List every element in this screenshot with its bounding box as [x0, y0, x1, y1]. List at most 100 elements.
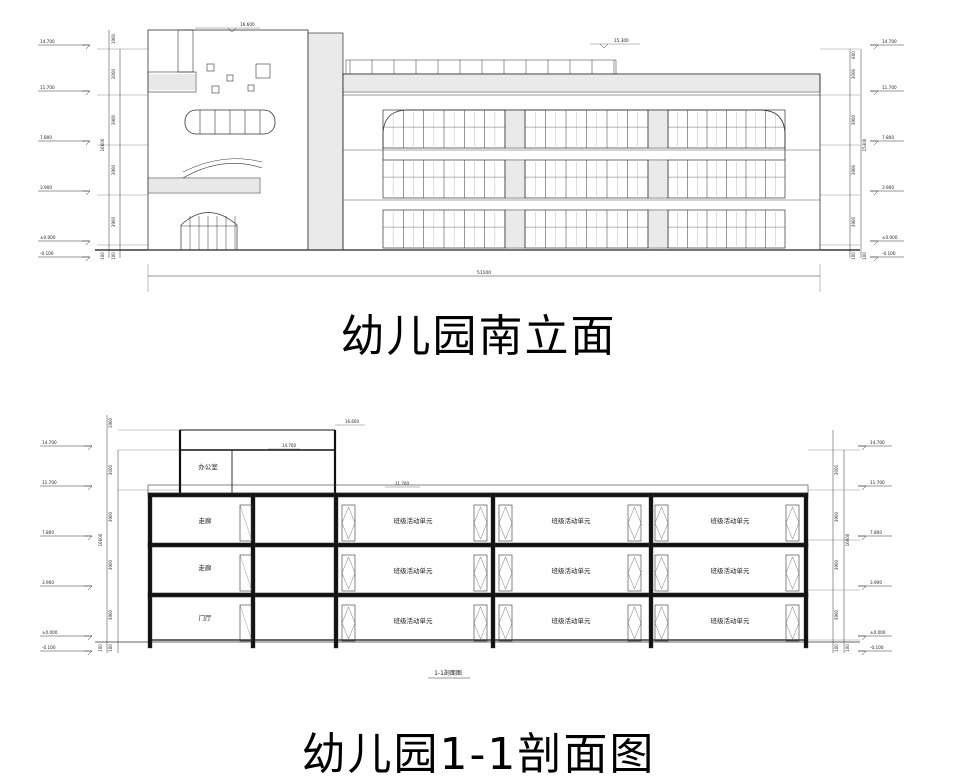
classroom-label: 班级活动单元 [394, 566, 434, 575]
elev-dim-right: 3900 [851, 216, 856, 227]
louver [504, 109, 526, 149]
door-swing [785, 506, 800, 540]
sec-level-left: 3.900 [42, 580, 54, 585]
door-symbol [473, 504, 488, 542]
floor-slab [147, 542, 809, 548]
elev-level-right: 7.800 [882, 135, 894, 140]
arched-door [180, 212, 238, 250]
elev-dim-left: 3900 [111, 164, 116, 175]
level-marker-icon [84, 445, 93, 451]
deco-window [226, 74, 234, 82]
sec-dim-left: 1900 [108, 417, 113, 428]
elev-top-mark: 15.300 [614, 38, 629, 43]
roof-parapet [147, 484, 809, 494]
sec-dim-right: 3900 [834, 609, 839, 620]
elev-dim-left: 100 [111, 252, 116, 260]
column [648, 492, 654, 649]
door-symbol [654, 504, 669, 542]
elev-dim-right: 600 [851, 51, 856, 59]
sec-dim-left: 100 [98, 644, 103, 652]
sec-dim-right: 100 [834, 644, 839, 652]
door-symbol [627, 604, 642, 642]
sec-dim-left: 3000 [108, 464, 113, 475]
door-symbol [239, 504, 253, 542]
door-symbol [498, 604, 513, 642]
level-marker-icon [84, 650, 93, 656]
level-marker-icon [858, 650, 867, 656]
deco-window [206, 63, 215, 72]
arched-window-band [382, 109, 786, 160]
sec-top-mark: 11.700 [395, 481, 409, 486]
level-marker-icon [84, 485, 93, 491]
door-swing [627, 606, 642, 640]
level-marker-icon [82, 256, 91, 262]
elev-dim-left: 3900 [111, 216, 116, 227]
door-swing [785, 606, 800, 640]
level-marker-icon [870, 44, 879, 50]
floor-slab [147, 492, 809, 498]
sec-dim-left: 100 [108, 644, 113, 652]
classroom-label: 班级活动单元 [552, 516, 592, 525]
door-swing [654, 506, 669, 540]
corridor-label: 走廊 [199, 516, 213, 525]
section-drawing: 14.70011.7007.8003.900±0.000-0.10014.700… [40, 415, 892, 679]
sec-dim-left: 3900 [108, 511, 113, 522]
sec-level-right: -0.100 [870, 645, 884, 650]
door-symbol [498, 504, 513, 542]
left-wing-outline [147, 29, 309, 251]
door-symbol [341, 554, 356, 592]
door-swing [498, 606, 513, 640]
level-marker-icon [84, 535, 93, 541]
elev-dim-left: 3000 [111, 68, 116, 79]
section-caption: 1-1剖面图 [434, 669, 462, 677]
roof-parapet [345, 59, 617, 75]
stair-tower [307, 32, 344, 251]
door-swing [341, 606, 356, 640]
elev-dim-right: 100 [851, 252, 856, 260]
right-wing-outline [342, 73, 821, 251]
canopy-arc [182, 158, 263, 173]
railing [147, 71, 197, 93]
elev-level-left: 7.800 [40, 135, 52, 140]
door-symbol [239, 604, 253, 642]
door-swing [473, 506, 488, 540]
sec-dim-right: 3900 [834, 559, 839, 570]
elev-dim-left: 16600 [100, 138, 105, 151]
door-symbol [785, 604, 800, 642]
sec-top-mark: 16.600 [345, 419, 359, 424]
door-symbol [498, 554, 513, 592]
elev-level-right: ±0.000 [882, 235, 898, 240]
balcony-railing [147, 177, 261, 194]
louver [504, 209, 526, 249]
sec-dim-left: 3900 [108, 559, 113, 570]
louver [647, 159, 669, 199]
level-marker-icon [858, 635, 867, 641]
width-dimension: 51100 [477, 270, 491, 276]
door-swing [341, 556, 356, 590]
sec-dim-left: 16600 [98, 533, 103, 546]
level-marker-icon [858, 585, 867, 591]
chimney-block [177, 29, 194, 73]
classroom-label: 班级活动单元 [552, 566, 592, 575]
level-marker-icon [870, 256, 879, 262]
sec-level-left: -0.100 [42, 645, 56, 650]
door-swing [498, 506, 513, 540]
section-title: 幼儿园1-1剖面图 [301, 729, 656, 780]
deco-window [211, 85, 220, 94]
door-symbol [239, 554, 253, 592]
door-symbol [473, 604, 488, 642]
door-swing [341, 506, 356, 540]
elev-top-mark: 16.600 [240, 22, 255, 27]
sec-level-right: 3.900 [870, 580, 882, 585]
level-marker-icon [870, 240, 879, 246]
level-marker-icon [858, 445, 867, 451]
column [803, 492, 809, 649]
door-swing [627, 556, 642, 590]
level-marker-icon [227, 27, 237, 33]
sec-dim-right: 16600 [845, 533, 850, 546]
elev-level-left: -0.100 [40, 251, 54, 256]
level-marker-icon [82, 190, 91, 196]
classroom-label: 班级活动单元 [394, 516, 434, 525]
elev-level-left: 11.700 [40, 85, 55, 90]
